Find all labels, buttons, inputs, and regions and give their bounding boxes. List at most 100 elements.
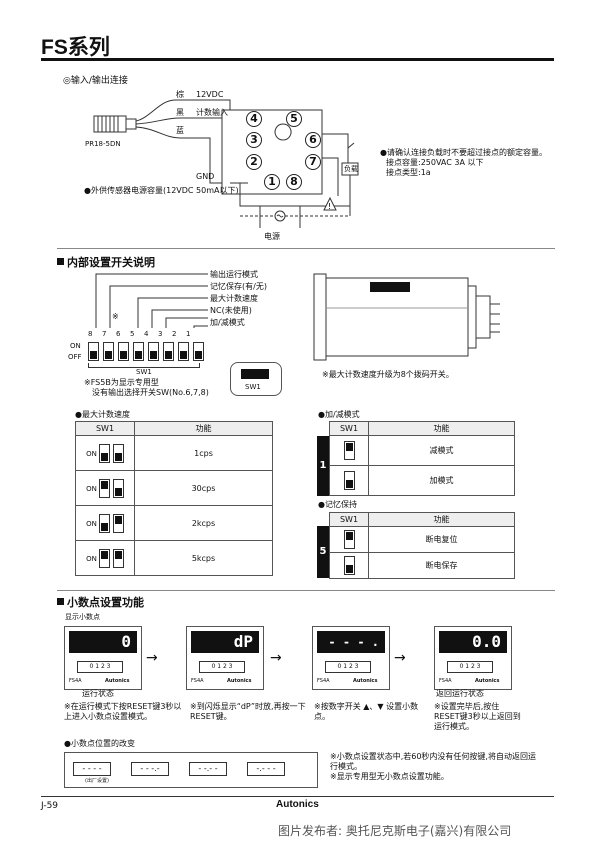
speed-row-1-func: 1cps <box>134 435 273 471</box>
switch-label-memory: 记忆保存(有/无) <box>210 282 267 291</box>
caption-return: 返回运行状态 <box>436 689 484 698</box>
keypad-4[interactable]: 0 1 2 3 <box>447 661 493 673</box>
keypad-1[interactable]: 0 1 2 3 <box>77 661 123 673</box>
footer-page: J-59 <box>41 801 59 811</box>
lcd-2: dP <box>191 631 259 653</box>
arrow-2-icon: → <box>270 650 282 666</box>
speed-row-2-switch: ON <box>75 470 135 506</box>
sensor-power-note: ●外供传感器电源容量(12VDC 50mA以下) <box>84 186 239 195</box>
publisher-watermark: 图片发布者: 奥托尼克斯电子(嘉兴)有限公司 <box>278 824 512 838</box>
pos-note-2: ※显示专用型无小数点设置功能。 <box>330 772 449 781</box>
relay-note-2: 接点容量:250VAC 3A 以下 <box>386 158 484 167</box>
pin-4: 4 <box>246 111 262 127</box>
dip-8 <box>88 342 99 361</box>
dip-1 <box>193 342 204 361</box>
switch-num-3: 3 <box>158 330 163 338</box>
switch-location-icon: SW1 <box>230 362 282 396</box>
updown-row-2-switch <box>329 465 369 496</box>
speed-row-4-switch: ON <box>75 540 135 576</box>
gnd-label: GND <box>196 172 215 181</box>
footer-rule <box>41 796 554 797</box>
updown-row-2-func: 加模式 <box>368 465 515 496</box>
switch-num-8: 8 <box>88 330 93 338</box>
model-2: FS4A <box>191 678 204 684</box>
speed-col-func: 功能 <box>134 421 273 436</box>
on-label: ON <box>86 519 97 528</box>
memory-row-2-switch <box>329 552 369 579</box>
switch-num-4: 4 <box>144 330 149 338</box>
svg-text:!: ! <box>328 202 331 211</box>
wire-brown: 棕 <box>176 90 184 99</box>
wiring-diagram: ! <box>93 99 359 228</box>
switch-num-1: 1 <box>186 330 191 338</box>
switch-leader-lines <box>95 273 208 328</box>
keypad-3[interactable]: 0 1 2 3 <box>325 661 371 673</box>
speed-row-1-switch: ON <box>75 435 135 471</box>
brand-2: Autonics <box>227 678 252 684</box>
decimal-note-4: ※设置完毕后,按住RESET键3秒以上返回到运行模式。 <box>434 702 521 731</box>
on-label: ON <box>86 449 97 458</box>
model-1: FS4A <box>69 678 82 684</box>
on-label: ON <box>86 484 97 493</box>
arrow-1-icon: → <box>146 650 158 666</box>
switch-num-5: 5 <box>130 330 135 338</box>
count-input-label: 计数输入 <box>196 108 228 117</box>
memory-col-func: 功能 <box>368 512 515 527</box>
device-side-view <box>313 273 500 361</box>
brand-3: Autonics <box>353 678 378 684</box>
dip-2 <box>178 342 189 361</box>
page-title: FS系列 <box>41 36 110 59</box>
speed-row-2-func: 30cps <box>134 470 273 506</box>
switch-right-note: ※最大计数速度升级为8个拨码开关。 <box>322 370 454 379</box>
device-face-3: - - - . 0 1 2 3 FS4A Autonics <box>312 626 390 690</box>
sw1-bracket <box>88 363 200 368</box>
pos-note-1: ※小数点设置状态中,若60秒内没有任何按键,将自动返回运行模式。 <box>330 752 536 771</box>
speed-col-sw1: SW1 <box>75 421 135 436</box>
memory-num: 5 <box>319 546 327 557</box>
pin-5: 5 <box>286 111 302 127</box>
arrow-3-icon: → <box>394 650 406 666</box>
sensor-model: PR18-5DN <box>85 140 121 148</box>
switch-section-title: 内部设置开关说明 <box>57 254 155 270</box>
decimal-note-2: ※到闪烁显示“dP”时放,再按一下RESET键。 <box>190 702 306 721</box>
speed-table-title: ●最大计数速度 <box>75 410 130 419</box>
dip-5 <box>133 342 144 361</box>
switch-label-speed: 最大计数速度 <box>210 294 258 303</box>
section-rule-2 <box>57 590 555 591</box>
pos-box-4: -.- - - <box>247 762 285 776</box>
model-3: FS4A <box>317 678 330 684</box>
dip-6 <box>118 342 129 361</box>
io-section-title: ◎输入/输出连接 <box>63 76 128 86</box>
relay-note-3: 接点类型:1a <box>386 168 431 177</box>
updown-table-title: ●加/减模式 <box>318 410 360 419</box>
dip-4 <box>148 342 159 361</box>
pin-6: 6 <box>305 132 321 148</box>
switch-label-nc: NC(未使用) <box>210 306 252 315</box>
switch-num-6: 6 <box>116 330 121 338</box>
speed-row-4-func: 5kcps <box>134 540 273 576</box>
pin-1: 1 <box>264 174 280 190</box>
load-label: 负载 <box>344 165 358 173</box>
brand-1: Autonics <box>105 678 130 684</box>
updown-col-func: 功能 <box>368 421 515 436</box>
switch-label-updown: 加/减模式 <box>210 318 245 327</box>
caption-run: 运行状态 <box>82 689 114 698</box>
power-label: 电源 <box>264 232 280 241</box>
decimal-pos-title: ●小数点位置的改变 <box>64 739 135 748</box>
pos-box-1: - - - - <box>73 762 111 776</box>
keypad-2[interactable]: 0 1 2 3 <box>199 661 245 673</box>
dip-3 <box>163 342 174 361</box>
sw1-label: SW1 <box>136 368 152 376</box>
device-face-4: 0.0 0 1 2 3 FS4A Autonics <box>434 626 512 690</box>
pin-2: 2 <box>246 154 262 170</box>
updown-col-sw1: SW1 <box>329 421 369 436</box>
pos-box-3: - -.- - <box>189 762 227 776</box>
header-rule <box>41 58 554 61</box>
wire-black: 黑 <box>176 108 184 117</box>
switch-on-label: ON <box>70 342 81 350</box>
decimal-sub: 显示小数点 <box>65 613 100 621</box>
relay-note-1: ●请确认连接负载时不要超过接点的额定容量。 <box>380 148 547 157</box>
